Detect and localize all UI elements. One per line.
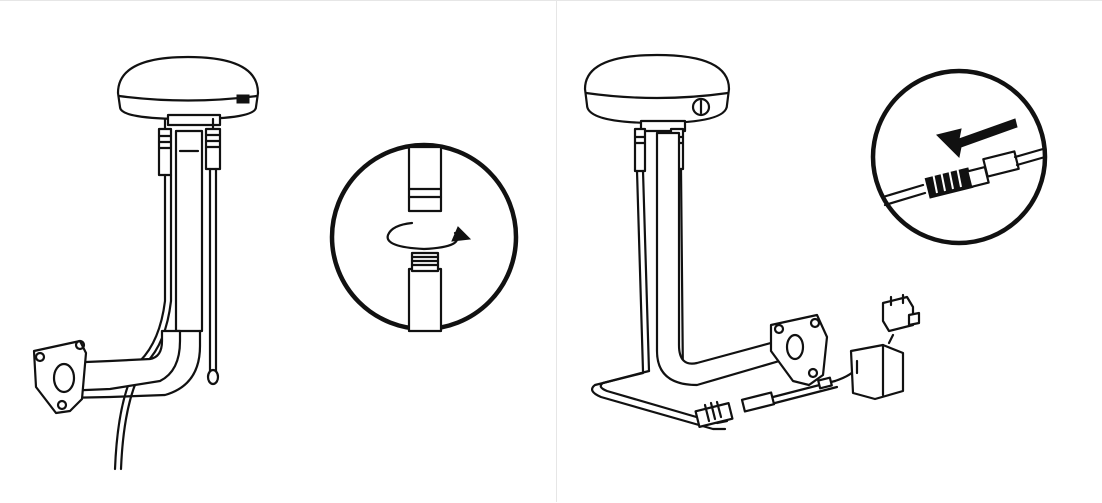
wall-bracket-icon bbox=[32, 339, 88, 415]
antenna-dome-icon bbox=[116, 55, 260, 127]
antenna-dome-icon bbox=[583, 53, 731, 133]
plug-connect-detail-icon bbox=[870, 68, 1048, 246]
panel-connect-power bbox=[557, 0, 1102, 502]
cable-icon bbox=[591, 127, 859, 431]
panel-mount-antenna bbox=[0, 0, 557, 502]
power-adapter-icon bbox=[849, 293, 921, 401]
rotate-connector-detail-icon bbox=[329, 142, 519, 333]
cable-icon bbox=[113, 117, 222, 471]
wall-bracket-icon bbox=[769, 313, 829, 387]
